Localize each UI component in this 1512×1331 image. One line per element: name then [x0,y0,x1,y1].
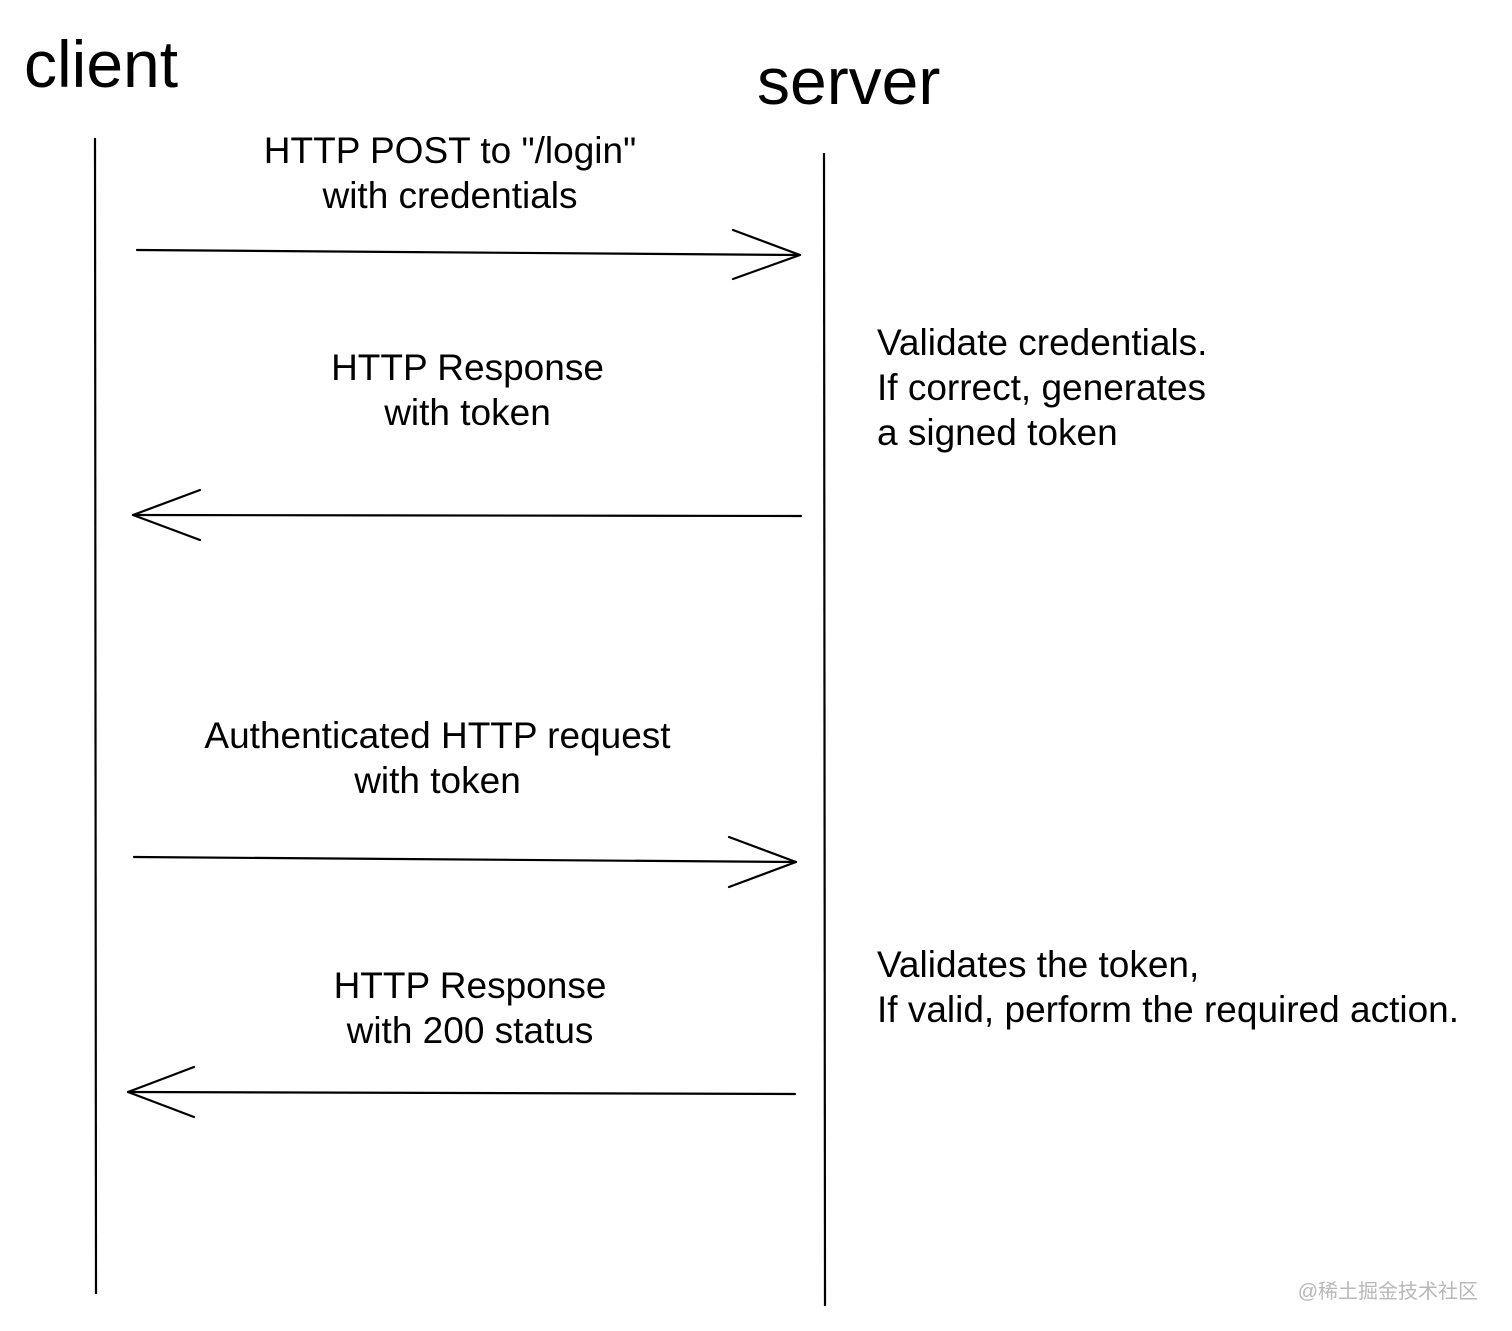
message-label-token-response: HTTP Response with token [250,345,685,435]
message-arrow-authenticated-request [132,835,798,889]
watermark: @稀土掘金技术社区 [1297,1281,1478,1303]
message-arrow-token-response [131,488,803,542]
note-line: Validates the token, [877,944,1200,985]
note-line: a signed token [877,412,1118,453]
message-label-status-response: HTTP Response with 200 status [255,963,685,1053]
client-participant-title: client [24,27,179,101]
message-label-line: HTTP POST to "/login" [263,130,637,171]
server-note-validate-token: Validates the token, If valid, perform t… [877,942,1459,1032]
message-label-line: HTTP Response [331,347,604,388]
note-line: If correct, generates [877,367,1207,408]
message-label-line: with 200 status [346,1010,594,1051]
message-label-line: HTTP Response [333,965,607,1006]
message-label-line: with token [384,392,551,433]
client-lifeline [93,137,98,1295]
note-line: Validate credentials. [877,322,1208,363]
message-arrow-login-request [135,228,802,281]
server-participant-title: server [757,44,941,118]
note-line: If valid, perform the required action. [877,989,1460,1030]
server-note-validate-credentials: Validate credentials. If correct, genera… [877,320,1207,455]
message-label-line: with token [354,760,521,801]
message-label-line: Authenticated HTTP request [204,715,671,756]
message-label-authenticated-request: Authenticated HTTP request with token [170,713,705,803]
message-arrow-status-response [126,1065,797,1119]
server-lifeline [822,152,827,1307]
message-label-login-request: HTTP POST to "/login" with credentials [200,128,700,218]
message-label-line: with credentials [322,175,578,216]
